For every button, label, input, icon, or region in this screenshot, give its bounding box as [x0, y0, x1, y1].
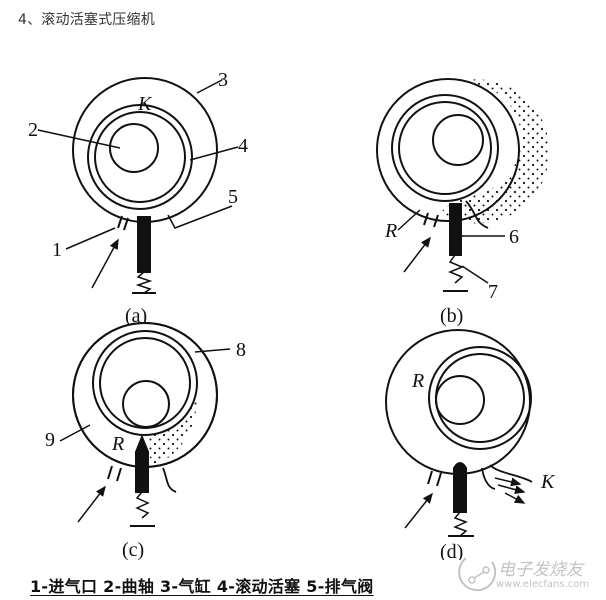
- svg-text:R: R: [384, 220, 397, 242]
- panel-b: [376, 78, 550, 292]
- svg-text:(d): (d): [440, 541, 463, 560]
- svg-text:4: 4: [238, 135, 248, 157]
- panel-a: [37, 77, 239, 294]
- watermark: 电子发烧友 www.elecfans.com: [458, 552, 606, 600]
- svg-text:9: 9: [45, 429, 55, 451]
- svg-text:8: 8: [236, 339, 246, 361]
- watermark-logo-icon: [458, 557, 497, 592]
- svg-text:5: 5: [228, 186, 238, 208]
- svg-text:(c): (c): [122, 539, 144, 560]
- compressor-diagram: K 2 3 4 5 1 (a) R 6 7 (b): [0, 40, 606, 563]
- svg-text:(b): (b): [440, 305, 463, 327]
- page-heading: 4、滚动活塞式压缩机: [18, 12, 155, 28]
- svg-text:(a): (a): [125, 305, 147, 327]
- svg-text:R: R: [111, 433, 124, 455]
- panel-b-labels: R 6 7 (b): [384, 220, 519, 327]
- svg-text:2: 2: [28, 119, 38, 141]
- legend-caption: 1-进气口 2-曲轴 3-气缸 4-滚动活塞 5-排气阀: [30, 577, 374, 596]
- panel-c: [59, 322, 231, 527]
- watermark-brand: 电子发烧友: [498, 560, 583, 580]
- panel-a-labels: K 2 3 4 5 1 (a): [28, 69, 248, 327]
- svg-text:7: 7: [488, 281, 498, 303]
- panel-c-labels: 8 9 R (c): [45, 339, 246, 561]
- svg-text:K: K: [137, 93, 153, 115]
- svg-text:3: 3: [218, 69, 228, 91]
- panel-d: [385, 329, 533, 537]
- panel-d-labels: R K (d): [411, 370, 556, 563]
- svg-text:K: K: [540, 471, 556, 493]
- svg-text:1: 1: [52, 239, 62, 261]
- watermark-url: www.elecfans.com: [496, 579, 590, 590]
- svg-text:R: R: [411, 370, 424, 392]
- svg-text:6: 6: [509, 226, 519, 248]
